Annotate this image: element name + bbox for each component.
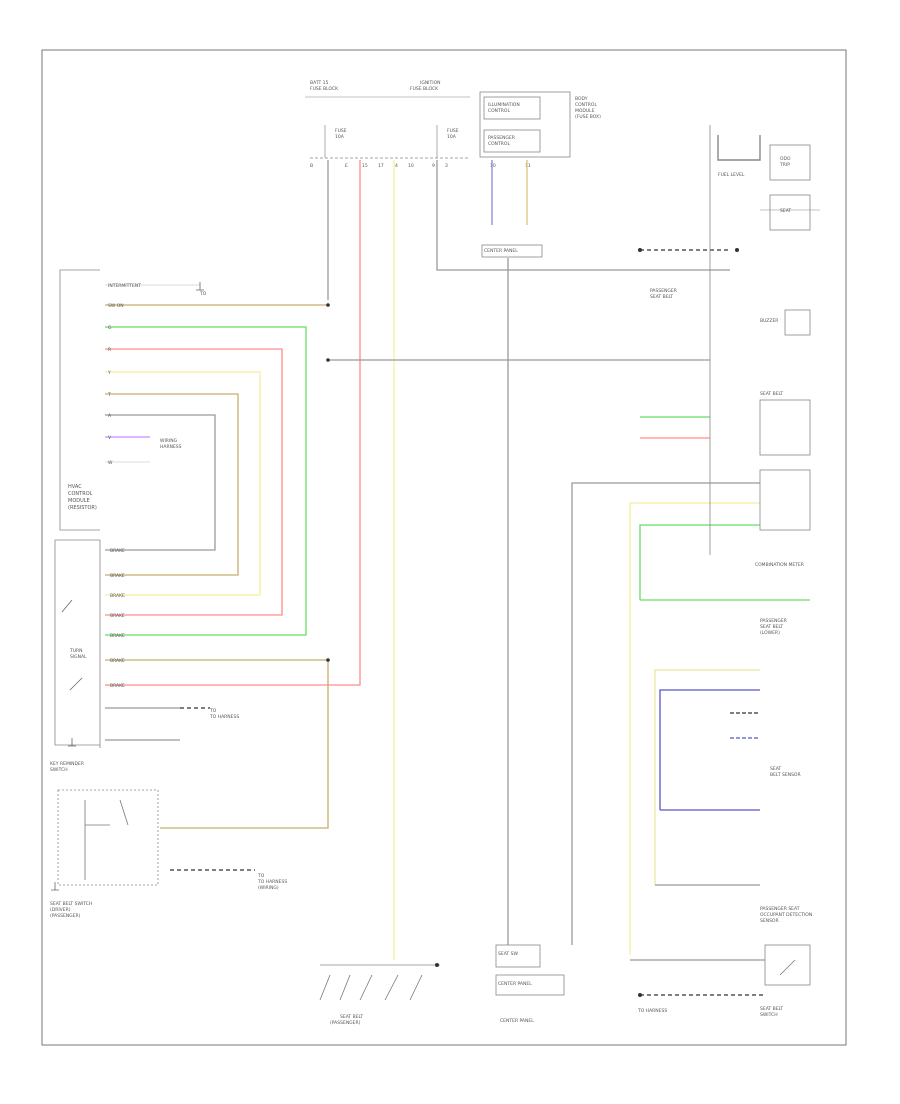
svg-text:Y: Y: [107, 370, 111, 376]
svg-text:15: 15: [362, 163, 368, 169]
svg-text:BATT 15: BATT 15: [310, 80, 329, 86]
svg-text:SEAT: SEAT: [770, 766, 781, 772]
svg-text:V: V: [108, 435, 112, 441]
svg-text:SEAT BELT: SEAT BELT: [760, 624, 783, 630]
svg-text:ILLUMINATION: ILLUMINATION: [488, 102, 520, 108]
svg-text:TRIP: TRIP: [779, 162, 790, 168]
svg-text:IGNITION: IGNITION: [420, 80, 441, 86]
svg-text:10A: 10A: [335, 134, 345, 140]
svg-text:(FUSE BOX): (FUSE BOX): [575, 114, 601, 120]
svg-text:9: 9: [432, 163, 435, 169]
svg-text:PASSENGER: PASSENGER: [650, 288, 677, 294]
svg-text:3: 3: [445, 163, 448, 169]
passenger-sensor: PASSENGER SEAT BELT (LOWER) SEAT BELT SE…: [637, 618, 812, 1018]
svg-text:TO HARNESS: TO HARNESS: [209, 714, 239, 720]
svg-text:SIGNAL: SIGNAL: [70, 654, 87, 660]
svg-text:FUEL LEVEL: FUEL LEVEL: [718, 172, 745, 178]
svg-text:BRAKE: BRAKE: [110, 683, 125, 689]
svg-text:HARNESS: HARNESS: [160, 444, 182, 450]
svg-text:FUSE: FUSE: [447, 128, 459, 134]
svg-text:TO: TO: [209, 708, 217, 714]
svg-text:BRAKE: BRAKE: [110, 573, 125, 579]
svg-text:BRAKE: BRAKE: [110, 593, 125, 599]
svg-text:(RESISTOR): (RESISTOR): [68, 505, 97, 511]
svg-text:CENTER PANEL: CENTER PANEL: [500, 1018, 534, 1024]
svg-text:CONTROL: CONTROL: [488, 141, 510, 147]
svg-text:TO: TO: [257, 873, 265, 879]
svg-text:CENTER PANEL: CENTER PANEL: [498, 981, 532, 987]
svg-text:FUSE BLOCK: FUSE BLOCK: [410, 86, 439, 92]
svg-text:BUZZER: BUZZER: [760, 318, 778, 324]
svg-text:KEY REMINDER: KEY REMINDER: [50, 761, 84, 767]
svg-text:R: R: [108, 347, 111, 353]
svg-text:HVAC: HVAC: [68, 484, 82, 490]
svg-text:PASSENGER SEAT: PASSENGER SEAT: [760, 906, 800, 912]
svg-text:SEAT BELT SWITCH: SEAT BELT SWITCH: [50, 901, 92, 907]
svg-text:TURN: TURN: [69, 648, 83, 654]
svg-text:SEAT BELT: SEAT BELT: [760, 391, 783, 397]
key-reminder-switch: TURN SIGNAL KEY REMINDER SWITCH BRAKE BR…: [50, 539, 239, 773]
svg-text:FUSE: FUSE: [335, 128, 347, 134]
svg-text:SW ON: SW ON: [108, 303, 124, 309]
seatbelt-switch: SEAT BELT SWITCH (DRIVER) (PASSENGER) TO…: [50, 789, 287, 919]
diagram-frame: [41, 49, 847, 1046]
svg-text:BRAKE: BRAKE: [110, 658, 125, 664]
svg-text:G: G: [108, 325, 112, 331]
bottom-connectors: SEAT BELT (PASSENGER) SEAT SW CENTER PAN…: [319, 944, 565, 1026]
svg-text:T: T: [107, 392, 111, 398]
svg-text:FUSE BLOCK: FUSE BLOCK: [310, 86, 339, 92]
svg-text:TO: TO: [199, 291, 207, 297]
svg-text:E: E: [345, 163, 348, 169]
svg-text:ODO: ODO: [780, 156, 791, 162]
svg-text:SEAT BELT: SEAT BELT: [650, 294, 673, 300]
wires: CENTER PANEL: [105, 160, 810, 996]
svg-text:SEAT SW: SEAT SW: [498, 951, 518, 957]
svg-text:A: A: [108, 413, 112, 419]
ground-symbols: [51, 282, 204, 891]
svg-text:SWITCH: SWITCH: [50, 767, 68, 773]
svg-text:4: 4: [395, 163, 398, 169]
svg-text:BODY: BODY: [575, 96, 588, 102]
svg-text:11: 11: [525, 163, 531, 169]
svg-text:BRAKE: BRAKE: [110, 548, 125, 554]
svg-text:BRAKE: BRAKE: [110, 633, 125, 639]
svg-text:PASSENGER: PASSENGER: [488, 135, 515, 141]
svg-text:10: 10: [490, 163, 496, 169]
svg-text:10A: 10A: [447, 134, 457, 140]
svg-text:10: 10: [408, 163, 414, 169]
fuse-relay-block: BATT 15 FUSE BLOCK IGNITION FUSE BLOCK I…: [305, 80, 601, 169]
svg-text:TO HARNESS: TO HARNESS: [257, 879, 287, 885]
svg-text:17: 17: [378, 163, 384, 169]
svg-text:SWITCH: SWITCH: [760, 1012, 778, 1018]
svg-text:BRAKE: BRAKE: [110, 613, 125, 619]
svg-text:(WIRING): (WIRING): [258, 885, 279, 891]
svg-text:CONTROL: CONTROL: [68, 491, 93, 497]
svg-text:SEAT BELT: SEAT BELT: [340, 1014, 363, 1020]
svg-text:INTERMITTENT: INTERMITTENT: [108, 283, 141, 289]
svg-text:BELT SENSOR: BELT SENSOR: [770, 772, 801, 778]
svg-text:W: W: [108, 460, 113, 466]
svg-text:PASSENGER: PASSENGER: [760, 618, 787, 624]
combination-meter: FUEL LEVEL ODO TRIP SEAT SEAT BELT COMBI…: [638, 125, 820, 568]
svg-text:MODULE: MODULE: [68, 498, 90, 504]
compressor-switch: HVAC CONTROL MODULE (RESISTOR) INTERMITT…: [59, 269, 207, 531]
svg-text:SEAT BELT: SEAT BELT: [760, 1006, 783, 1012]
svg-text:B: B: [310, 163, 313, 169]
svg-text:CONTROL: CONTROL: [488, 108, 510, 114]
svg-text:CENTER PANEL: CENTER PANEL: [484, 248, 518, 254]
svg-text:COMBINATION METER: COMBINATION METER: [755, 562, 804, 568]
svg-text:(DRIVER): (DRIVER): [50, 907, 71, 913]
svg-text:TO HARNESS: TO HARNESS: [637, 1008, 667, 1014]
svg-text:OCCUPANT DETECTION: OCCUPANT DETECTION: [760, 912, 812, 918]
svg-text:(PASSENGER): (PASSENGER): [50, 913, 81, 919]
svg-text:CONTROL: CONTROL: [575, 102, 597, 108]
svg-text:SENSOR: SENSOR: [760, 918, 779, 924]
svg-text:MODULE: MODULE: [575, 108, 595, 114]
svg-text:(PASSENGER): (PASSENGER): [330, 1020, 361, 1026]
svg-text:SEAT: SEAT: [780, 208, 791, 214]
svg-text:(LOWER): (LOWER): [760, 630, 780, 636]
svg-text:WIRING: WIRING: [160, 438, 178, 444]
